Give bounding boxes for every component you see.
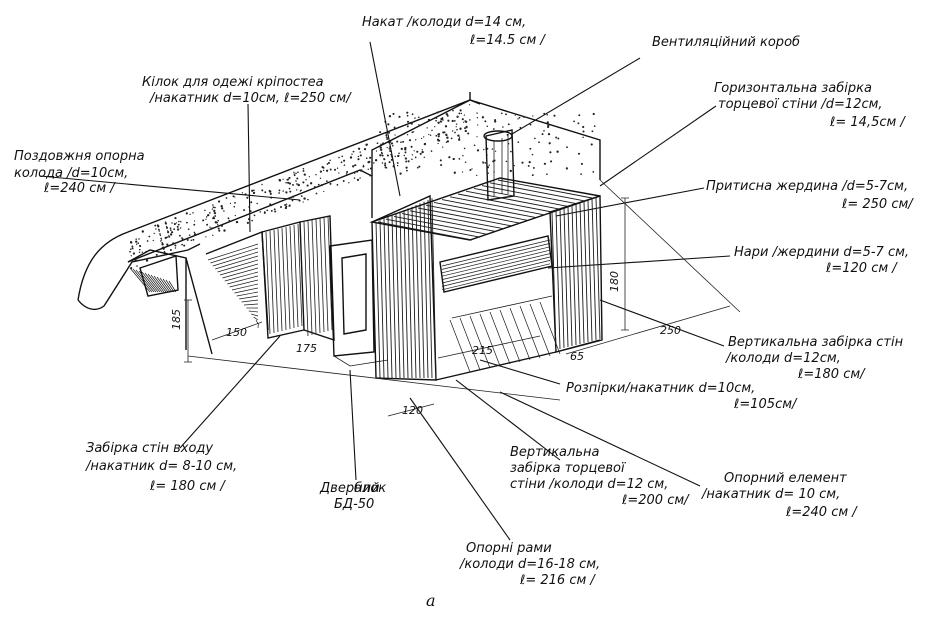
label-zabirka-3: ℓ= 180 см / [149,479,226,494]
label-prytysna-1: Притисна жердина /d=5-7см, [706,179,908,194]
dim-175: 175 [296,342,317,355]
label-opor-ramy-3: ℓ= 216 см / [519,573,596,588]
label-vert-t-1: Вертикальна [510,445,599,460]
label-rozpirky-2: ℓ=105см/ [733,397,798,412]
label-vert-2: /колоди d=12см, [725,351,841,366]
label-vert-3: ℓ=180 см/ [797,367,866,382]
label-opor-ramy-2: /колоди d=16-18 см, [459,557,600,572]
label-vert-t-3: стіни /колоди d=12 см, [510,477,668,492]
dim-185: 185 [170,309,183,330]
dim-120: 120 [402,404,423,417]
label-rozpirky-1: Розпірки/накатник d=10см, [566,381,755,396]
label-vert-1: Вертикальна забірка стін [728,335,904,350]
dim-180: 180 [608,271,621,292]
label-pozd-1: Поздовжня опорна [14,149,145,164]
label-hor-1: Горизонтальна забірка [714,81,872,96]
label-oporn-1: Опорний елемент [724,471,847,486]
label-oporn-2: /накатник d= 10 см, [701,487,840,502]
label-vent: Вентиляційний короб [652,35,800,50]
main-chamber [369,177,603,381]
dim-250: 250 [660,324,681,337]
label-pozd-2: колода /d=10см, [14,166,128,181]
dim-150: 150 [226,326,247,339]
label-vert-t-2: забірка торцевої [510,461,626,476]
label-zabirka-1: Забірка стін входу [86,441,213,456]
label-zabirka-2: /накатник d= 8-10 см, [85,459,237,474]
label-prytysna-2: ℓ= 250 см/ [841,197,914,212]
entrance-walls [261,215,335,341]
label-dver-1: Дверний [319,481,379,496]
label-nary-1: Нари /жердини d=5-7 см, [734,245,909,260]
label-hor-3: ℓ= 14,5см / [829,115,906,130]
figure-caption: a [426,591,436,610]
label-nakat-2: ℓ=14.5 см / [469,33,546,48]
label-kilok-2: /накатник d=10см, ℓ=250 см/ [149,91,352,106]
dim-215: 215 [472,344,493,357]
callout-labels: Накат /колоди d=14 см, ℓ=14.5 см / Венти… [14,15,914,588]
leader-lines [39,41,731,541]
label-vert-t-4: ℓ=200 см/ [621,493,690,508]
earth-embankment [77,92,601,311]
label-nakat-1: Накат /колоди d=14 см, [362,15,526,30]
dimension-lines [184,179,741,417]
ventilation-duct [483,129,515,201]
label-dver-2: блок [354,481,386,496]
label-oporn-3: ℓ=240 см / [785,505,858,520]
label-dver-3: БД-50 [334,497,374,512]
dimension-labels: 185 150 180 250 215 120 175 65 [170,271,681,417]
entrance-trench [127,230,269,355]
label-opor-ramy-1: Опорні рами [466,541,552,556]
label-pozd-3: ℓ=240 см / [43,181,116,196]
label-hor-2: торцевої стіни /d=12см, [718,97,883,112]
dim-65: 65 [570,350,584,363]
label-kilok-1: Кілок для одежі кріпостеа [142,75,324,90]
label-nary-2: ℓ=120 см / [825,261,898,276]
